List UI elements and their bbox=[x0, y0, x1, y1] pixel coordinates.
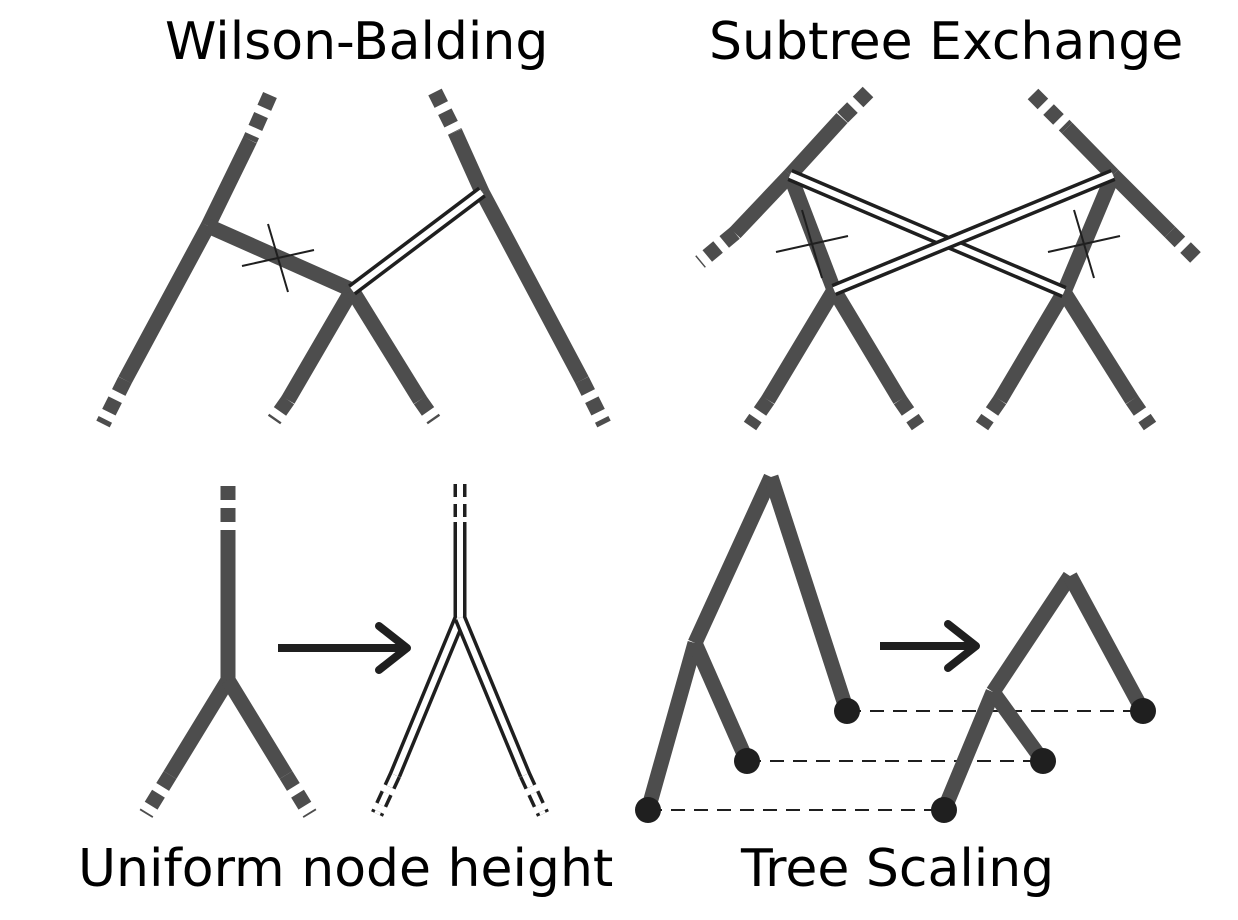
branch bbox=[221, 676, 293, 779]
x-mark-icon bbox=[1073, 209, 1095, 279]
tip-node bbox=[834, 698, 860, 724]
branch bbox=[688, 639, 754, 765]
dashed-branch-stub bbox=[139, 771, 177, 818]
wilson-balding-title: Wilson-Balding bbox=[165, 12, 549, 72]
dashed-branch-stub bbox=[975, 395, 1007, 431]
tree-scaling-title: Tree Scaling bbox=[741, 839, 1055, 899]
dashed-branch-stub bbox=[267, 395, 295, 425]
pruned-branch bbox=[1057, 172, 1120, 295]
dashed-branch-stub bbox=[893, 395, 925, 431]
branch bbox=[993, 288, 1071, 404]
proposed-branch-fill bbox=[788, 172, 1066, 295]
x-mark-icon bbox=[801, 209, 823, 279]
tree-scaling-diagram bbox=[635, 473, 1156, 823]
branch bbox=[448, 128, 489, 196]
dashed-branch-stub bbox=[96, 376, 132, 428]
dashed-branch-stub bbox=[1027, 88, 1073, 134]
subtree-exchange-diagram bbox=[695, 86, 1206, 431]
right-arrow-icon bbox=[375, 622, 411, 674]
dashed-branch-stub bbox=[743, 395, 775, 431]
branch bbox=[827, 286, 907, 404]
dashed-branch-stub bbox=[695, 227, 740, 268]
branch bbox=[281, 286, 359, 404]
proposed-branch-fill bbox=[832, 172, 1115, 293]
branch bbox=[688, 473, 778, 647]
dashed-branch-stub bbox=[575, 376, 611, 428]
proposed-branch-fill bbox=[350, 189, 484, 293]
dashed-branch-stub bbox=[413, 395, 441, 425]
branch bbox=[163, 676, 235, 779]
dashed-branch-stub bbox=[1125, 395, 1157, 431]
dashed-branch-stub bbox=[243, 91, 277, 144]
dashed-branch-stub bbox=[428, 88, 462, 136]
dashed-branch-stub bbox=[279, 771, 317, 818]
branch bbox=[986, 571, 1077, 697]
branch bbox=[118, 222, 215, 384]
branch bbox=[345, 286, 427, 404]
tip-node bbox=[635, 797, 661, 823]
branch bbox=[986, 687, 1050, 766]
uniform-node-height-title: Uniform node height bbox=[78, 839, 614, 899]
tip-node bbox=[734, 748, 760, 774]
subtree-exchange-title: Subtree Exchange bbox=[709, 12, 1184, 72]
proposed-branch-fill bbox=[374, 773, 398, 816]
dashed-branch-stub bbox=[1164, 226, 1206, 268]
branch bbox=[761, 286, 841, 404]
branch bbox=[1057, 288, 1139, 404]
branch bbox=[201, 136, 257, 230]
wilson-balding-diagram bbox=[96, 88, 611, 428]
branch bbox=[640, 640, 703, 813]
branch bbox=[475, 188, 589, 384]
proposed-branch-fill bbox=[522, 773, 546, 816]
branch bbox=[729, 169, 796, 239]
branch bbox=[784, 112, 848, 181]
branch bbox=[763, 474, 855, 714]
proposed-branch-fill bbox=[457, 616, 528, 777]
uniform-node-height-diagram bbox=[139, 484, 549, 818]
branch bbox=[937, 689, 1000, 813]
proposed-branch-fill bbox=[392, 616, 463, 777]
branch bbox=[1061, 122, 1119, 181]
pruned-branch bbox=[782, 172, 842, 293]
tip-node bbox=[1030, 748, 1056, 774]
x-mark-icon bbox=[267, 223, 289, 293]
tip-node bbox=[1130, 698, 1156, 724]
dashed-branch-stub bbox=[836, 86, 874, 124]
branch bbox=[1063, 572, 1150, 715]
branch bbox=[1107, 169, 1176, 238]
right-arrow-icon bbox=[944, 620, 980, 672]
tip-node bbox=[931, 797, 957, 823]
